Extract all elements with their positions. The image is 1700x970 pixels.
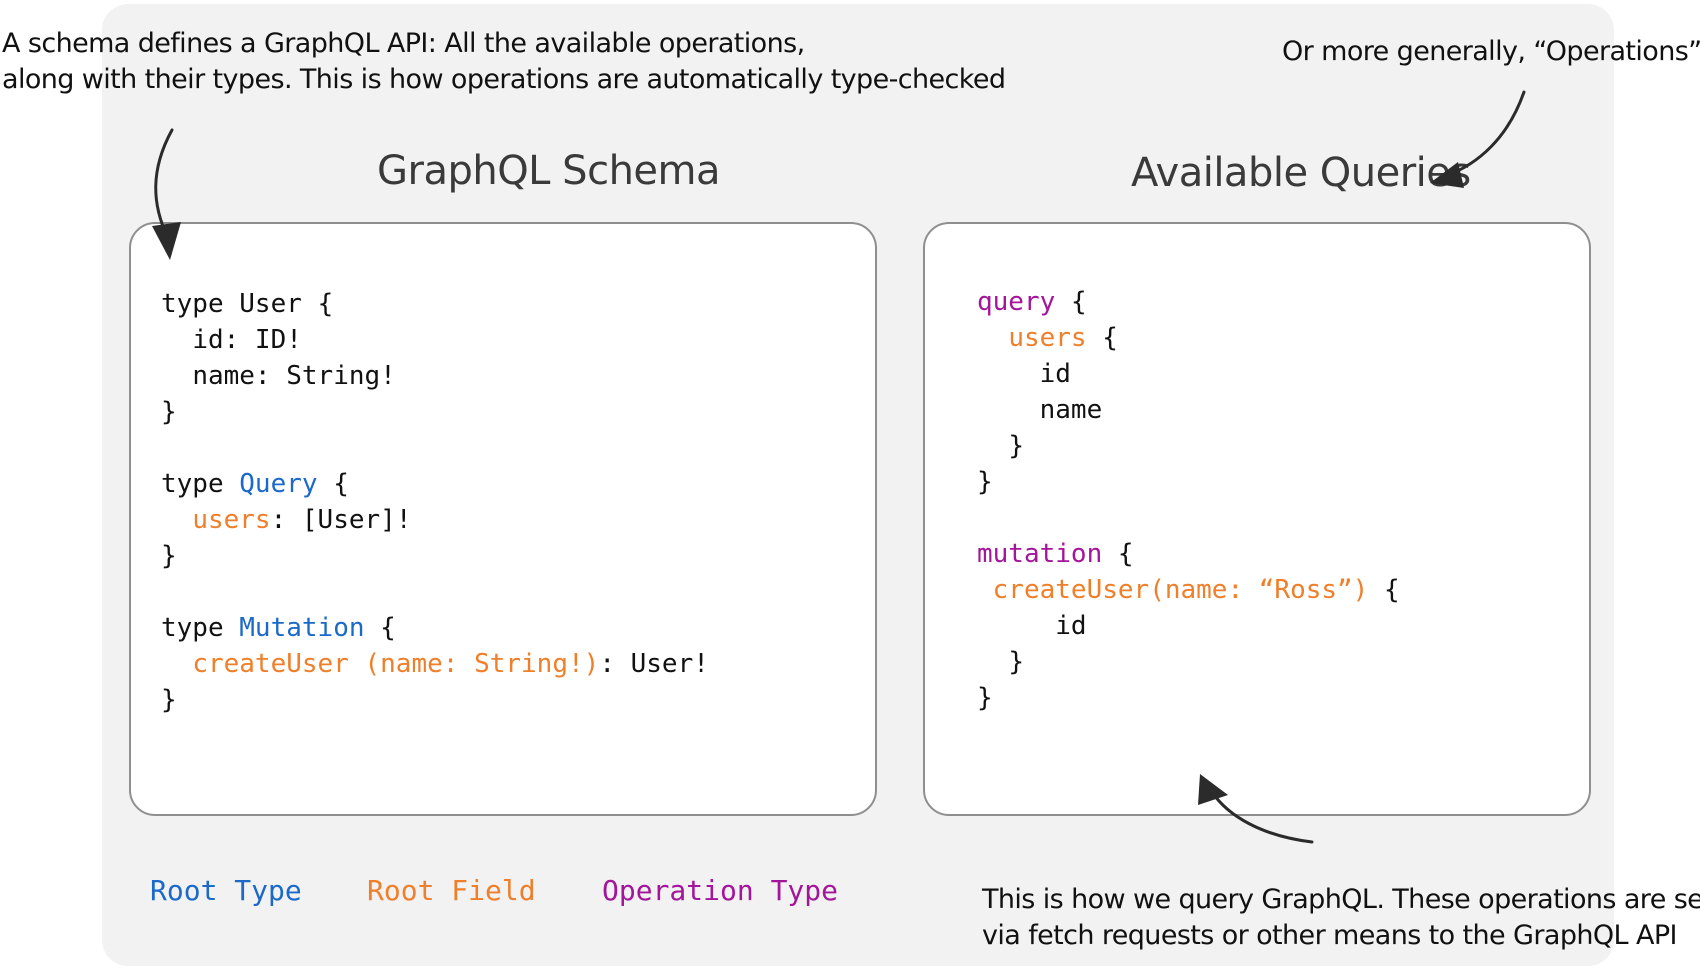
code-keyword: type (161, 289, 224, 319)
code-line: : [User]! (270, 505, 412, 535)
code-keyword: type (161, 613, 224, 643)
code-brace: { (317, 289, 334, 319)
arrow-head-schema (152, 222, 181, 260)
operations-annotation: Or more generally, “Operations” (1282, 36, 1700, 67)
code-brace: { (1384, 575, 1400, 605)
code-brace: } (1008, 647, 1024, 677)
query-annotation-line-1: This is how we query GraphQL. These oper… (982, 884, 1700, 915)
arrow-to-queries-box (1210, 790, 1314, 844)
code-line: : User! (599, 649, 709, 679)
code-brace: { (1117, 539, 1134, 569)
code-root-field: createUser (name: String!) (192, 649, 600, 679)
code-brace: } (161, 685, 177, 715)
code-operation-type: query (977, 287, 1056, 317)
legend-root-field: Root Field (367, 874, 536, 907)
code-root-field: createUser(name: “Ross”) (992, 575, 1369, 605)
code-brace: } (977, 683, 993, 713)
schema-code-box (129, 222, 877, 816)
schema-title: GraphQL Schema (377, 148, 721, 194)
code-brace: { (1070, 287, 1087, 317)
code-brace: } (161, 397, 177, 427)
queries-code-box (923, 222, 1591, 816)
schema-annotation: A schema defines a GraphQL API: All the … (2, 26, 1006, 98)
queries-title: Available Queries (1131, 150, 1471, 196)
code-line: name: String! (192, 361, 396, 391)
code-root-type: Mutation (239, 613, 365, 643)
code-type-name: User (239, 289, 302, 319)
code-keyword: type (161, 469, 224, 499)
code-root-field: users (192, 505, 271, 535)
code-line: id: ID! (192, 325, 302, 355)
schema-annotation-line-2: along with their types. This is how oper… (2, 64, 1006, 95)
code-line: id (1039, 359, 1071, 389)
code-brace: } (977, 467, 993, 497)
code-brace: { (380, 613, 396, 643)
arrow-head-queries-title (1430, 162, 1464, 188)
schema-annotation-line-1: A schema defines a GraphQL API: All the … (2, 28, 805, 59)
query-annotation: This is how we query GraphQL. These oper… (982, 882, 1700, 954)
code-line: name (1039, 395, 1103, 425)
legend-operation-type: Operation Type (602, 874, 839, 907)
queries-code: query { users { id name } } mutation { c… (977, 284, 1400, 716)
query-annotation-line-2: via fetch requests or other means to the… (982, 920, 1677, 951)
code-brace: } (161, 541, 177, 571)
code-root-type: Query (239, 469, 318, 499)
schema-code: type User { id: ID! name: String! } type… (161, 286, 709, 718)
code-brace: } (1008, 431, 1024, 461)
code-brace: { (333, 469, 349, 499)
arrow-head-queries-box (1198, 774, 1228, 805)
code-brace: { (1102, 323, 1118, 353)
code-operation-type: mutation (977, 539, 1103, 569)
code-line: id (1055, 611, 1087, 641)
arrow-to-schema-box (154, 128, 174, 240)
legend-root-type: Root Type (150, 874, 302, 907)
code-root-field: users (1008, 323, 1087, 353)
